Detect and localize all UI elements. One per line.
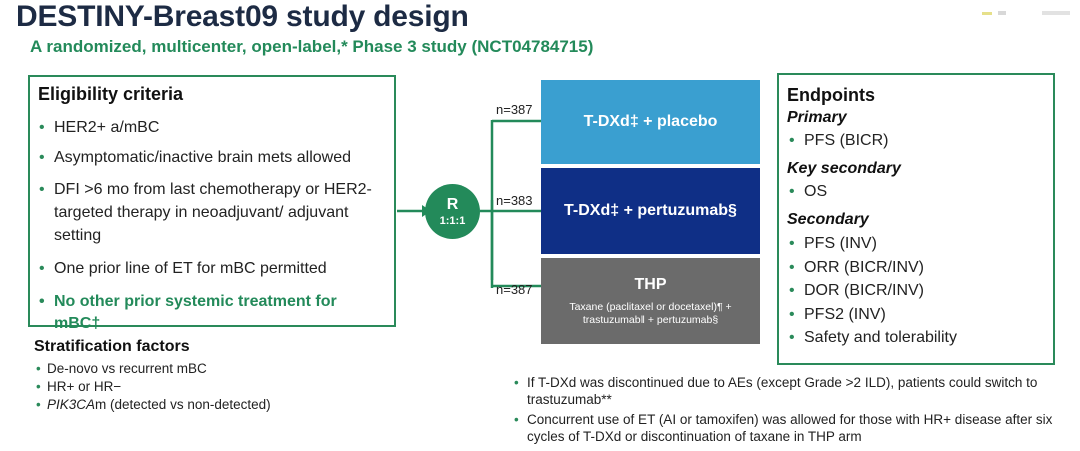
arm-n-label: n=387 (496, 102, 533, 117)
arm-detail: Taxane (paclitaxel or docetaxel)¶ + tras… (569, 300, 732, 326)
page-title: DESTINY-Breast09 study design (16, 0, 469, 33)
stratification-item: De-novo vs recurrent mBC (34, 360, 271, 378)
arm-box-tdxd-pertuzumab: T-DXd‡ + pertuzumab§ (541, 168, 760, 254)
stratification-list: De-novo vs recurrent mBC HR+ or HR− PIK3… (34, 360, 271, 414)
notes-list: If T-DXd was discontinued due to AEs (ex… (512, 374, 1052, 445)
arm-label: T-DXd‡ + pertuzumab§ (564, 202, 737, 219)
note-item: If T-DXd was discontinued due to AEs (ex… (512, 374, 1047, 408)
stratification-section: Stratification factors De-novo vs recurr… (34, 338, 271, 414)
endpoints-key-secondary-list: OS (787, 181, 957, 203)
arm-n-label: n=383 (496, 193, 533, 208)
endpoint-item: PFS2 (INV) (787, 303, 957, 327)
randomization-ratio: 1:1:1 (439, 215, 466, 227)
stratification-item: HR+ or HR− (34, 378, 271, 396)
endpoints-panel: Endpoints Primary PFS (BICR) Key seconda… (777, 73, 1055, 365)
arm-box-thp: THP Taxane (paclitaxel or docetaxel)¶ + … (541, 258, 760, 344)
branch-arm-3-svg (492, 284, 543, 288)
branch-trunk-lower-svg (490, 200, 494, 288)
eligibility-item: HER2+ a/mBC (37, 118, 387, 138)
eligibility-item: Asymptomatic/inactive brain mets allowed (37, 148, 387, 168)
endpoints-primary-label: Primary (787, 109, 847, 126)
note-item: Concurrent use of ET (AI or tamoxifen) w… (512, 411, 1057, 445)
randomization-circle: R 1:1:1 (425, 184, 480, 239)
eligibility-heading: Eligibility criteria (38, 84, 184, 104)
endpoints-primary-list: PFS (BICR) (787, 130, 957, 152)
endpoint-item: ORR (BICR/INV) (787, 256, 957, 280)
page-subtitle: A randomized, multicenter, open-label,* … (30, 37, 594, 56)
eligibility-item: One prior line of ET for mBC permitted (37, 259, 387, 279)
logo-fragment-icon (982, 6, 1072, 24)
endpoint-item: DOR (BICR/INV) (787, 279, 957, 303)
stratification-item: PIK3CAm (detected vs non-detected) (34, 396, 271, 414)
eligibility-item-emphasis: No other prior systemic treatment for mB… (37, 291, 364, 335)
eligibility-panel: Eligibility criteria HER2+ a/mBC Asympto… (28, 75, 396, 332)
endpoints-secondary-label: Secondary (787, 211, 869, 228)
endpoints-heading: Endpoints (787, 85, 875, 105)
endpoint-item: Safety and tolerability (787, 326, 957, 350)
eligibility-item: DFI >6 mo from last chemotherapy or HER2… (37, 178, 384, 247)
notes-section: If T-DXd was discontinued due to AEs (ex… (512, 374, 1052, 445)
stratification-heading: Stratification factors (34, 338, 190, 355)
arm-box-tdxd-placebo: T-DXd‡ + placebo (541, 80, 760, 164)
randomization-letter: R (446, 196, 459, 213)
endpoint-item: OS (787, 181, 957, 203)
arm-n-label: n=387 (496, 282, 533, 297)
eligibility-list: HER2+ a/mBC Asymptomatic/inactive brain … (37, 118, 387, 335)
endpoints-secondary-list: PFS (INV) ORR (BICR/INV) DOR (BICR/INV) … (787, 232, 957, 350)
endpoint-item: PFS (BICR) (787, 130, 957, 152)
arm-label: THP (634, 275, 667, 293)
endpoints-key-secondary-label: Key secondary (787, 160, 901, 177)
arm-label: T-DXd‡ + placebo (583, 113, 718, 130)
endpoint-item: PFS (INV) (787, 232, 957, 256)
pik3ca-rest-text: m (detected vs non-detected) (95, 397, 271, 412)
pik3ca-gene-text: PIK3CA (47, 397, 96, 412)
